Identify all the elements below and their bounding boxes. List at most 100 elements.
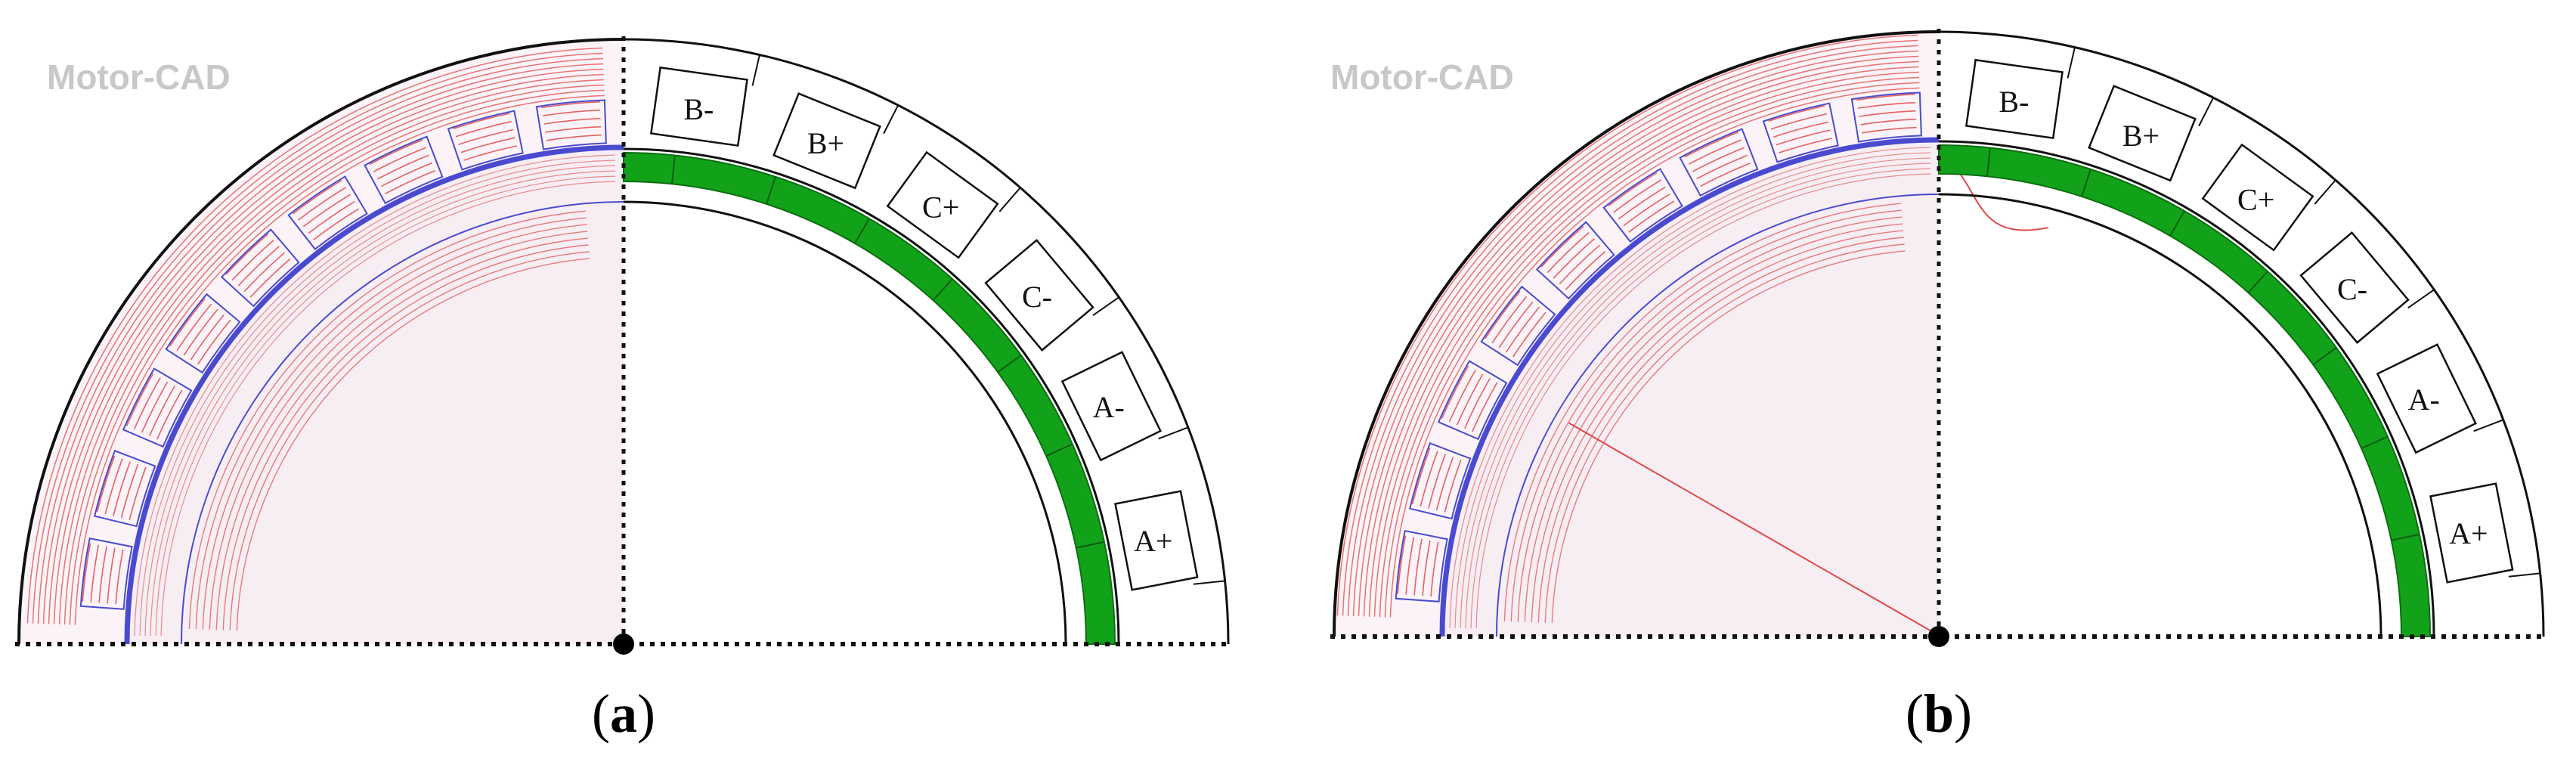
rotor-boundary-line (1496, 194, 1940, 637)
flux-contour (1779, 138, 1832, 153)
left-slot-outline (535, 99, 607, 150)
rotor-boundary-line (181, 201, 624, 645)
flux-contour (144, 165, 616, 637)
flux-contour (463, 145, 517, 161)
flux-contour (302, 194, 351, 228)
flux-contour (1857, 101, 1916, 109)
flux-contour (542, 109, 601, 116)
slot-box (2429, 482, 2514, 584)
slot-rect (2429, 482, 2514, 584)
slot-label: B- (683, 92, 714, 126)
flux-contour (37, 57, 604, 624)
flux-contour (1358, 55, 1919, 617)
flux-contour (150, 170, 616, 637)
slot-box (2376, 343, 2477, 454)
slot-rect (649, 66, 748, 147)
slot-label: C- (1022, 280, 1052, 314)
flux-contour (1503, 203, 1901, 621)
tooth-edge (2508, 572, 2540, 578)
flux-contour (243, 252, 286, 293)
left-slot-outline (1395, 529, 1448, 603)
flux-contour (1512, 311, 1547, 358)
left-slot-outline (93, 450, 156, 528)
slot-label: B+ (807, 126, 844, 160)
flux-contour (1613, 179, 1662, 213)
flux-contour (155, 175, 616, 637)
flux-contour (1531, 230, 1904, 623)
flux-contour (236, 258, 590, 631)
flux-contour (1776, 129, 1831, 146)
flux-contour (1411, 448, 1431, 505)
flux-contour (1510, 209, 1902, 622)
slot-box (772, 92, 881, 190)
right-rotor-outline (1938, 193, 2382, 637)
flux-contour (1347, 45, 1918, 616)
slot-box (2088, 85, 2197, 182)
center-dot (613, 634, 634, 655)
slot-rect (1114, 490, 1199, 591)
magnet-segment-divider (1045, 443, 1073, 457)
flux-contour (1363, 60, 1919, 617)
flux-contour (1860, 118, 1917, 125)
flux-contour (225, 233, 269, 275)
flux-contour (115, 549, 124, 605)
flux-contour (74, 94, 605, 625)
panel-a-caption: (a) (592, 683, 655, 744)
right-stator-inner (1938, 140, 2435, 637)
flux-contour (90, 544, 100, 603)
tooth-edge (1193, 580, 1225, 585)
flux-contour (1859, 110, 1916, 117)
panel-b: Motor-CAD (b) B-B+C+C-A-A+ (1330, 28, 2547, 744)
tooth-edge (751, 54, 760, 86)
right-stator-outer (623, 38, 1230, 645)
flux-contour (460, 137, 516, 153)
flux-contour (107, 547, 116, 604)
left-slot-outline (1437, 360, 1508, 441)
flux-contour (369, 139, 423, 166)
left-slot-outline (1535, 221, 1615, 300)
flux-contour (188, 210, 586, 629)
slot-box (1114, 490, 1199, 591)
flux-contour (222, 244, 589, 630)
flux-contour (82, 543, 91, 602)
flux-contour (1475, 173, 1931, 629)
flux-contour (1448, 370, 1476, 423)
flux-contour (58, 79, 604, 624)
left-slot-outline (364, 135, 444, 205)
flux-contour (543, 117, 601, 125)
flux-contour (26, 47, 603, 624)
slot-box (984, 239, 1094, 352)
flux-contour (1524, 223, 1903, 622)
flux-diagonal-line (1568, 422, 1934, 633)
flux-contour (1770, 113, 1827, 130)
flux-contour (128, 466, 147, 520)
flux-contour (149, 386, 175, 437)
flux-contour (183, 308, 218, 356)
flux-contour (1470, 168, 1931, 629)
panel-a-motor-cross-section (15, 36, 1232, 655)
tooth-edge (1092, 296, 1119, 317)
flux-contour (1700, 163, 1751, 187)
flux-contour (96, 455, 116, 513)
flux-contour (209, 231, 588, 630)
magnet-segment-divider (2169, 210, 2185, 237)
right-rotor-outline (623, 200, 1067, 645)
flux-contour (98, 546, 107, 603)
flux-contour (1465, 163, 1931, 629)
magnet-ring (623, 151, 1116, 645)
panel-b-watermark: Motor-CAD (1330, 57, 1514, 97)
flux-contour (1491, 296, 1528, 344)
flux-contour (63, 84, 605, 625)
flux-contour (1559, 244, 1601, 285)
magnet-segment-divider (1986, 147, 1991, 177)
flux-contour (1456, 373, 1484, 426)
tooth-edge (2473, 419, 2504, 432)
flux-contour (1517, 216, 1903, 622)
slot-label: C+ (922, 190, 959, 224)
flux-contour (1537, 237, 1904, 623)
slot-label: A- (1093, 390, 1125, 424)
flux-contour (541, 101, 600, 109)
flux-contour (169, 298, 206, 347)
magnet-segment-divider (1076, 541, 1105, 549)
magnet-segment-divider (2361, 435, 2389, 449)
